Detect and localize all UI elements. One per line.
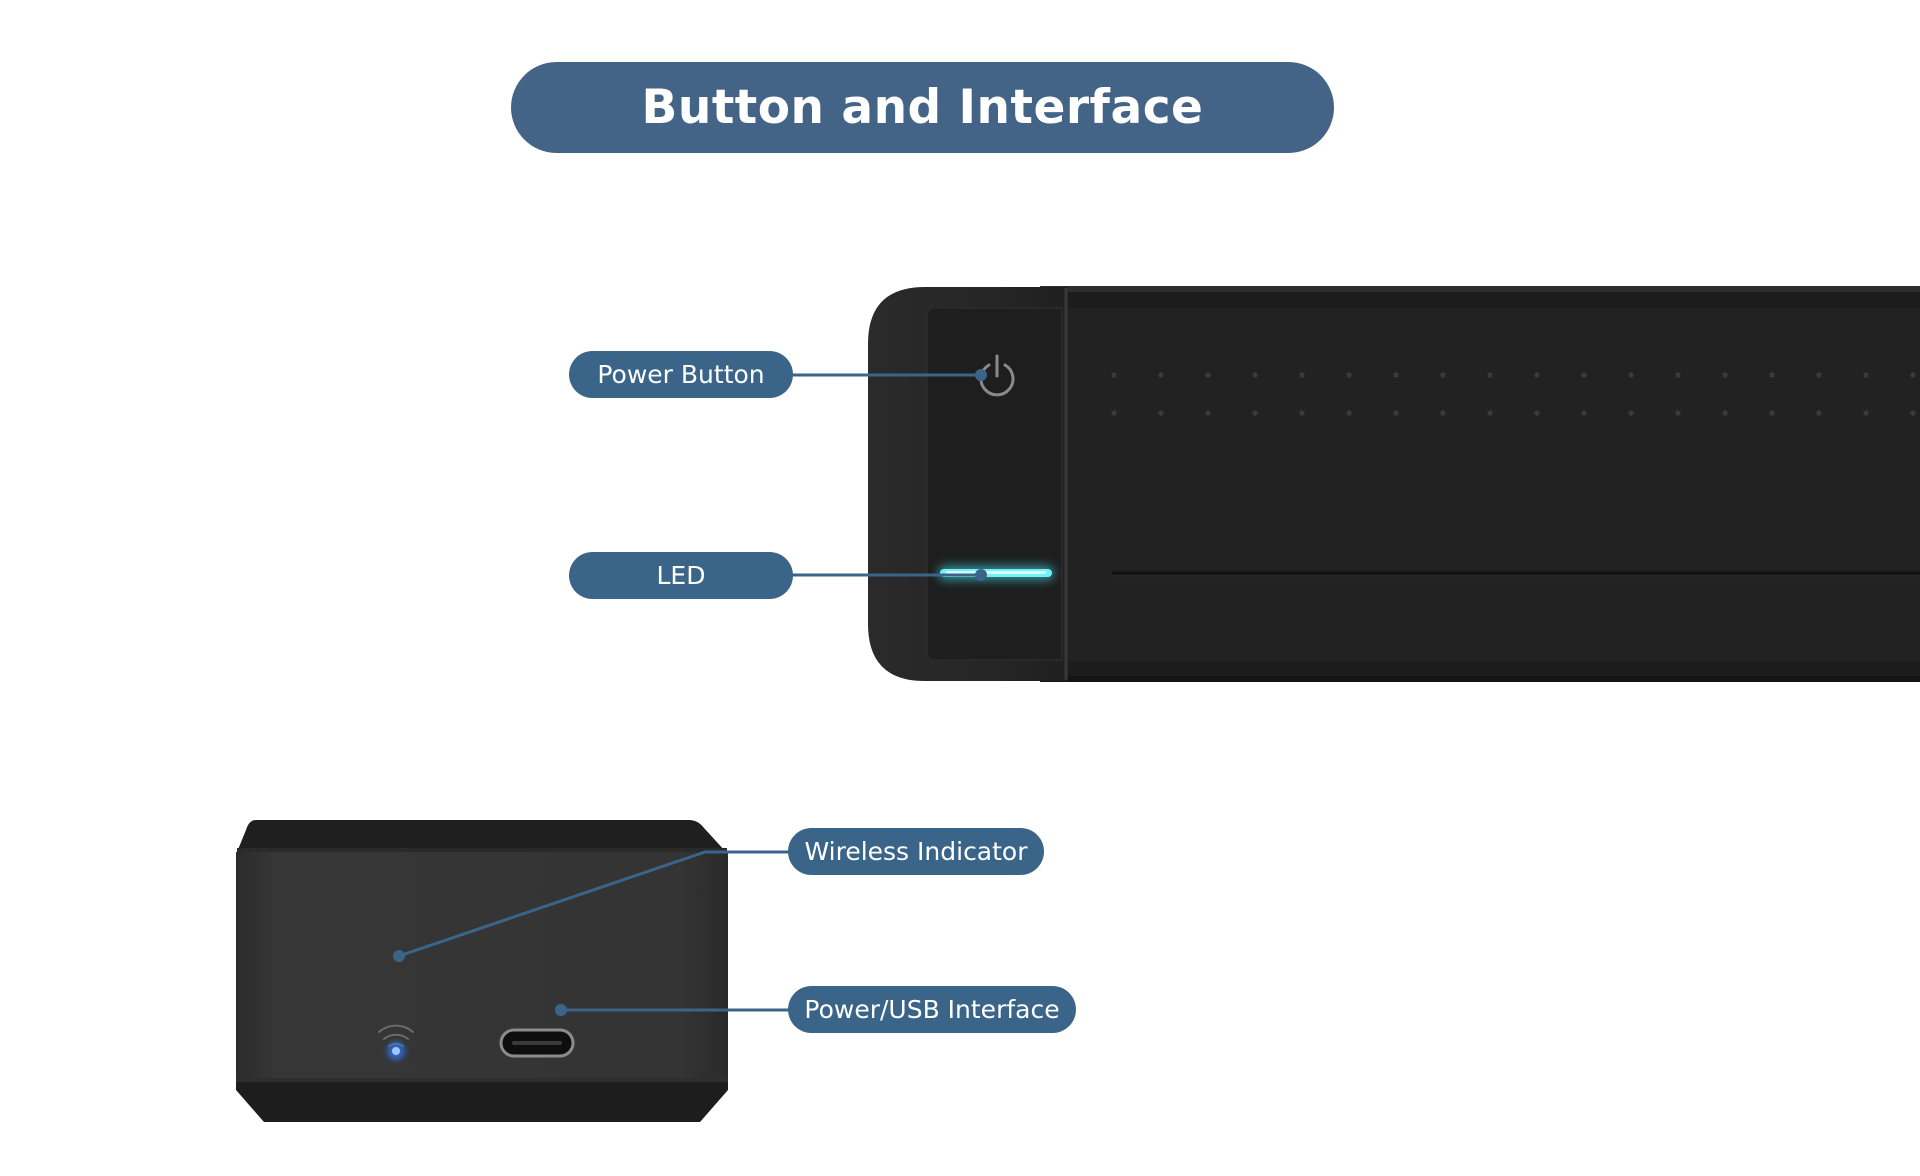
vent-dot — [1675, 410, 1681, 416]
vent-dot — [1299, 372, 1305, 378]
led-strip — [938, 566, 1054, 580]
usb-c-port-icon — [499, 1028, 575, 1058]
vent-dot — [1252, 372, 1258, 378]
vent-dot — [1675, 372, 1681, 378]
vent-dot — [1769, 372, 1775, 378]
vent-dot — [1393, 372, 1399, 378]
label-led: LED — [569, 552, 793, 599]
vent-dot — [1534, 410, 1540, 416]
vent-dot — [1628, 372, 1634, 378]
vent-dot — [1487, 372, 1493, 378]
label-led-text: LED — [656, 561, 706, 590]
vent-dot — [1158, 372, 1164, 378]
vent-dot — [1769, 410, 1775, 416]
vent-dot — [1205, 372, 1211, 378]
vent-dot — [1205, 410, 1211, 416]
label-power-button-text: Power Button — [597, 360, 765, 389]
vent-dot — [1910, 410, 1916, 416]
printer-device — [868, 286, 1920, 682]
vent-dot — [1440, 410, 1446, 416]
vent-dot — [1816, 410, 1822, 416]
leader-dots — [393, 369, 987, 1016]
vent-dot — [1158, 410, 1164, 416]
vent-dot — [1252, 410, 1258, 416]
vent-dot — [1346, 372, 1352, 378]
vent-dot — [1722, 372, 1728, 378]
vent-dot — [1910, 372, 1916, 378]
vent-dot — [1299, 410, 1305, 416]
label-power-usb-interface: Power/USB Interface — [788, 986, 1076, 1033]
leader-lines — [398, 373, 981, 1012]
vent-dot — [1111, 410, 1117, 416]
vent-dot — [1111, 372, 1117, 378]
vent-dot — [1581, 372, 1587, 378]
vent-dot — [1628, 410, 1634, 416]
vent-dot — [1863, 410, 1869, 416]
vent-dot — [1722, 410, 1728, 416]
vent-dot — [1346, 410, 1352, 416]
vent-dot — [1534, 372, 1540, 378]
vent-dot — [1581, 410, 1587, 416]
vent-dots — [1111, 372, 1916, 416]
page-title: Button and Interface — [641, 80, 1204, 135]
receiver-front-face — [236, 852, 728, 1080]
label-power-button: Power Button — [569, 351, 793, 398]
title-banner: Button and Interface — [511, 62, 1334, 153]
label-power-usb-interface-text: Power/USB Interface — [804, 995, 1060, 1024]
receiver-device — [236, 820, 728, 1122]
vent-dot — [1487, 410, 1493, 416]
label-wireless-indicator-text: Wireless Indicator — [804, 837, 1028, 866]
wireless-led — [392, 1047, 400, 1055]
vent-dot — [1393, 410, 1399, 416]
vent-dot — [1440, 372, 1446, 378]
vent-dot — [1863, 372, 1869, 378]
leader-line-wireless — [398, 850, 790, 958]
label-wireless-indicator: Wireless Indicator — [788, 828, 1044, 875]
vent-dot — [1816, 372, 1822, 378]
